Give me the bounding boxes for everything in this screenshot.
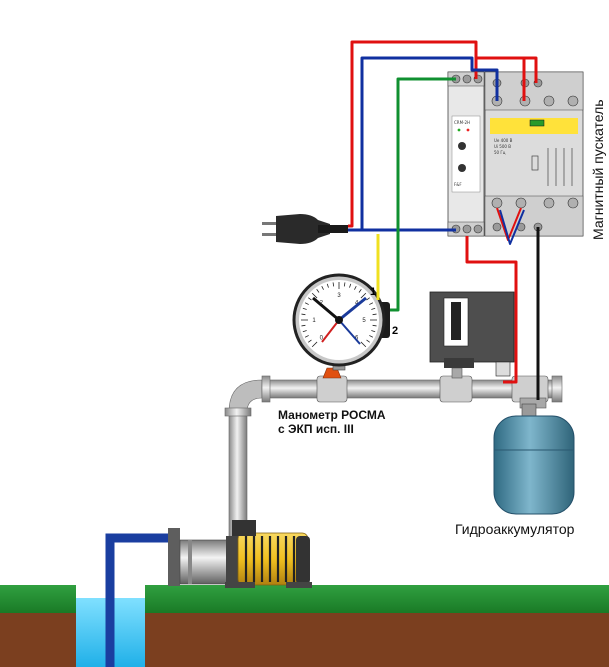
pump (168, 520, 312, 588)
gauge-scale-label: 5 (362, 318, 366, 324)
wire-red-switch (465, 236, 518, 384)
relay-dial-1 (458, 142, 466, 150)
gauge-scale-label: 2 (320, 300, 324, 306)
contactor-caption: Магнитный пускатель (590, 99, 606, 240)
gauge-tick (302, 307, 307, 310)
accumulator-tank (493, 403, 575, 515)
gauge-scale-label: 1 (312, 318, 316, 324)
relay-bottom-terminals (451, 224, 483, 234)
gauge-tick (371, 330, 376, 333)
gauge-ticks (301, 282, 377, 348)
wire-blue-motor (499, 209, 525, 245)
gauge-tick (360, 292, 367, 299)
pressure-switch (429, 291, 515, 377)
manometer-caption-line1: Манометр РОСМА (278, 408, 386, 422)
relay-dial-2 (458, 164, 466, 172)
gauge-tick (302, 330, 307, 333)
contactor-rating-2: Ui 500 В (494, 144, 511, 149)
wire-red-contactor (474, 42, 538, 101)
gauge-tick (343, 282, 346, 287)
grass-right (145, 585, 609, 613)
gauge-tick (332, 282, 335, 287)
gauge-scale-labels: 0 1 2 3 4 5 6 (312, 293, 366, 342)
wiring (348, 40, 540, 400)
gauge-tick (301, 313, 306, 316)
gauge-tick (311, 341, 318, 348)
gauge-scale-label: 3 (337, 293, 341, 299)
gauge-hub (335, 316, 343, 324)
gauge-tick (304, 335, 309, 338)
pressure-gauge: 0 1 2 3 4 5 6 (292, 273, 390, 371)
gauge-tick (372, 313, 377, 316)
gauge-tick (354, 285, 357, 290)
gauge-tick (301, 324, 306, 327)
gauge-scale-label: 0 (320, 336, 324, 342)
gauge-tick (366, 297, 370, 301)
gauge-tick (366, 339, 370, 343)
gauge-tick (308, 297, 312, 301)
gauge-needle-blue (338, 296, 367, 322)
gauge-tick (371, 307, 376, 310)
gauge-terminal-2: 2 (392, 325, 398, 337)
contactor-rating-1: Ue 400 В (494, 138, 513, 143)
gauge-needle-blue-tail (338, 319, 361, 345)
gauge-tick (360, 341, 367, 348)
suction-pipe (105, 533, 168, 667)
relay-module: CRM-2H F&F (447, 71, 485, 237)
gauge-tick (321, 285, 324, 290)
manometer-caption-line2: с ЭКП исп. III (278, 422, 354, 436)
gauge-scale-label: 6 (355, 336, 359, 342)
riser-pipe (224, 379, 263, 541)
contactor-schematic (531, 148, 573, 186)
gauge-tick (308, 339, 312, 343)
relay-brand: F&F (454, 182, 462, 187)
contactor-rating-3: 50 Гц (494, 150, 506, 155)
grass-left (0, 585, 76, 613)
gauge-tick (316, 289, 320, 293)
gauge-tick (311, 292, 318, 299)
gauge-tick (369, 335, 374, 338)
gauge-scale-label: 4 (355, 300, 359, 306)
relay-model: CRM-2H (454, 120, 470, 125)
gauge-terminal-1: 1 (370, 286, 376, 298)
gauge-tick (358, 289, 362, 293)
gauge-tick (349, 283, 352, 288)
gauge-tick (326, 283, 329, 288)
gauge-needle-red (321, 319, 340, 343)
gauge-tick (372, 324, 377, 327)
wire-green-gauge (390, 77, 456, 312)
accumulator-caption: Гидроаккумулятор (455, 521, 575, 537)
gauge-tick (369, 302, 374, 305)
ground (0, 585, 609, 667)
manometer-caption: Манометр РОСМА с ЭКП исп. III (278, 408, 386, 436)
power-plug-icon (262, 214, 348, 244)
gauge-needle-black (312, 296, 340, 322)
gauge-tick (304, 302, 309, 305)
